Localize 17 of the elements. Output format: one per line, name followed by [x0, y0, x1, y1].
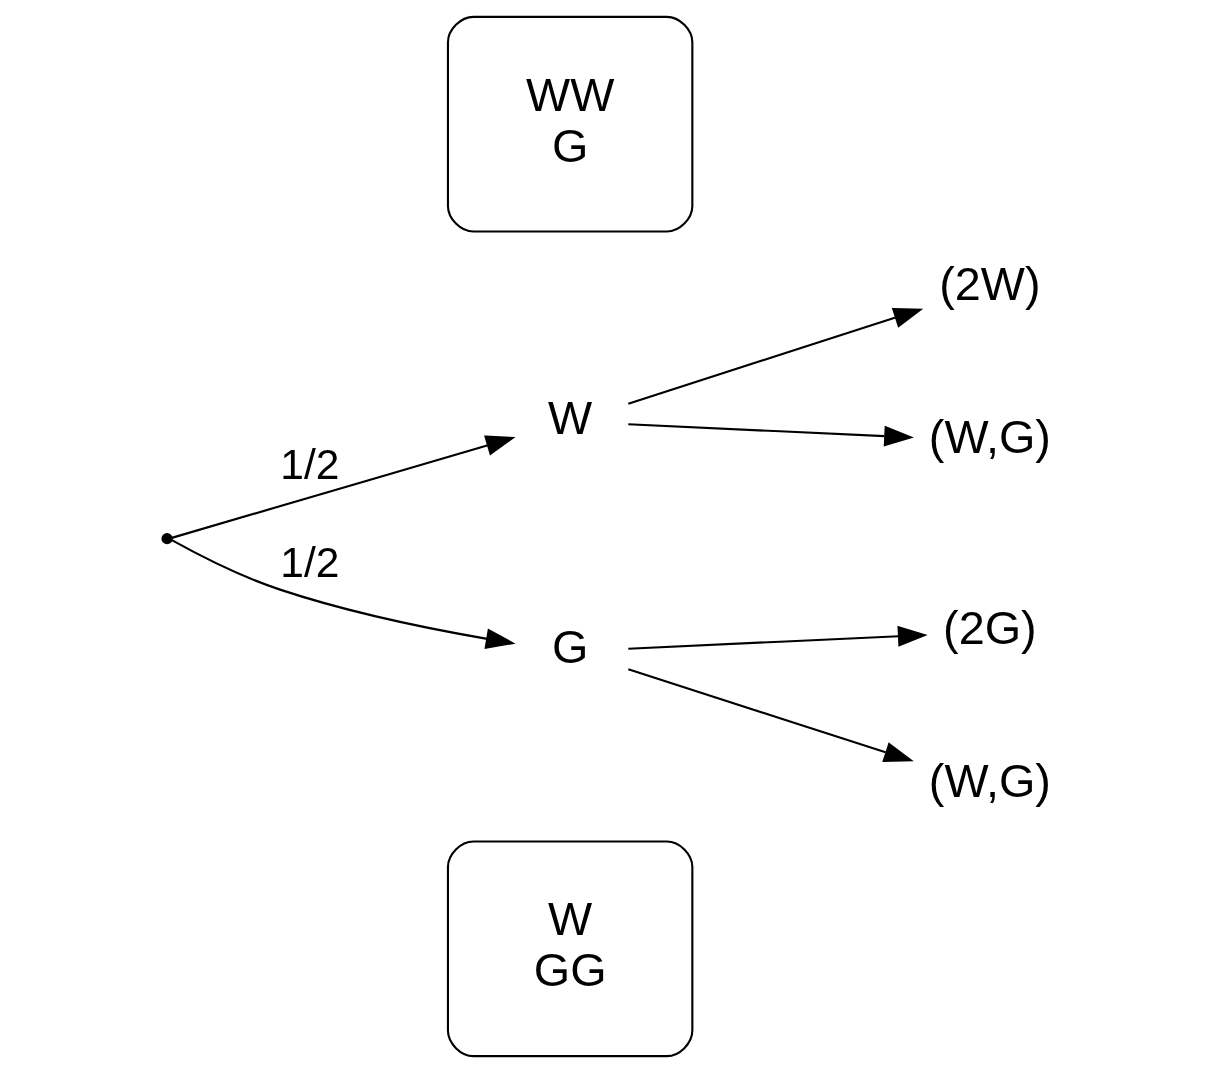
node-point [161, 532, 173, 545]
node-text: G [551, 621, 589, 674]
edge-label: 1/2 [280, 441, 340, 489]
arrow [171, 435, 516, 539]
node-text: (W,G) [928, 410, 1051, 463]
node-box: W GG [446, 840, 694, 1058]
node-text: (2W) [939, 257, 1041, 310]
node-text: W [548, 391, 593, 444]
node-text: (2G) [943, 602, 1037, 655]
node-text: (W,G) [928, 755, 1051, 808]
node-box: WW G [446, 15, 694, 233]
arrow [628, 307, 924, 405]
arrow [628, 423, 914, 447]
arrow [171, 539, 516, 649]
edge-label: 1/2 [280, 538, 340, 586]
arrow [628, 668, 914, 763]
arrow [628, 625, 928, 650]
